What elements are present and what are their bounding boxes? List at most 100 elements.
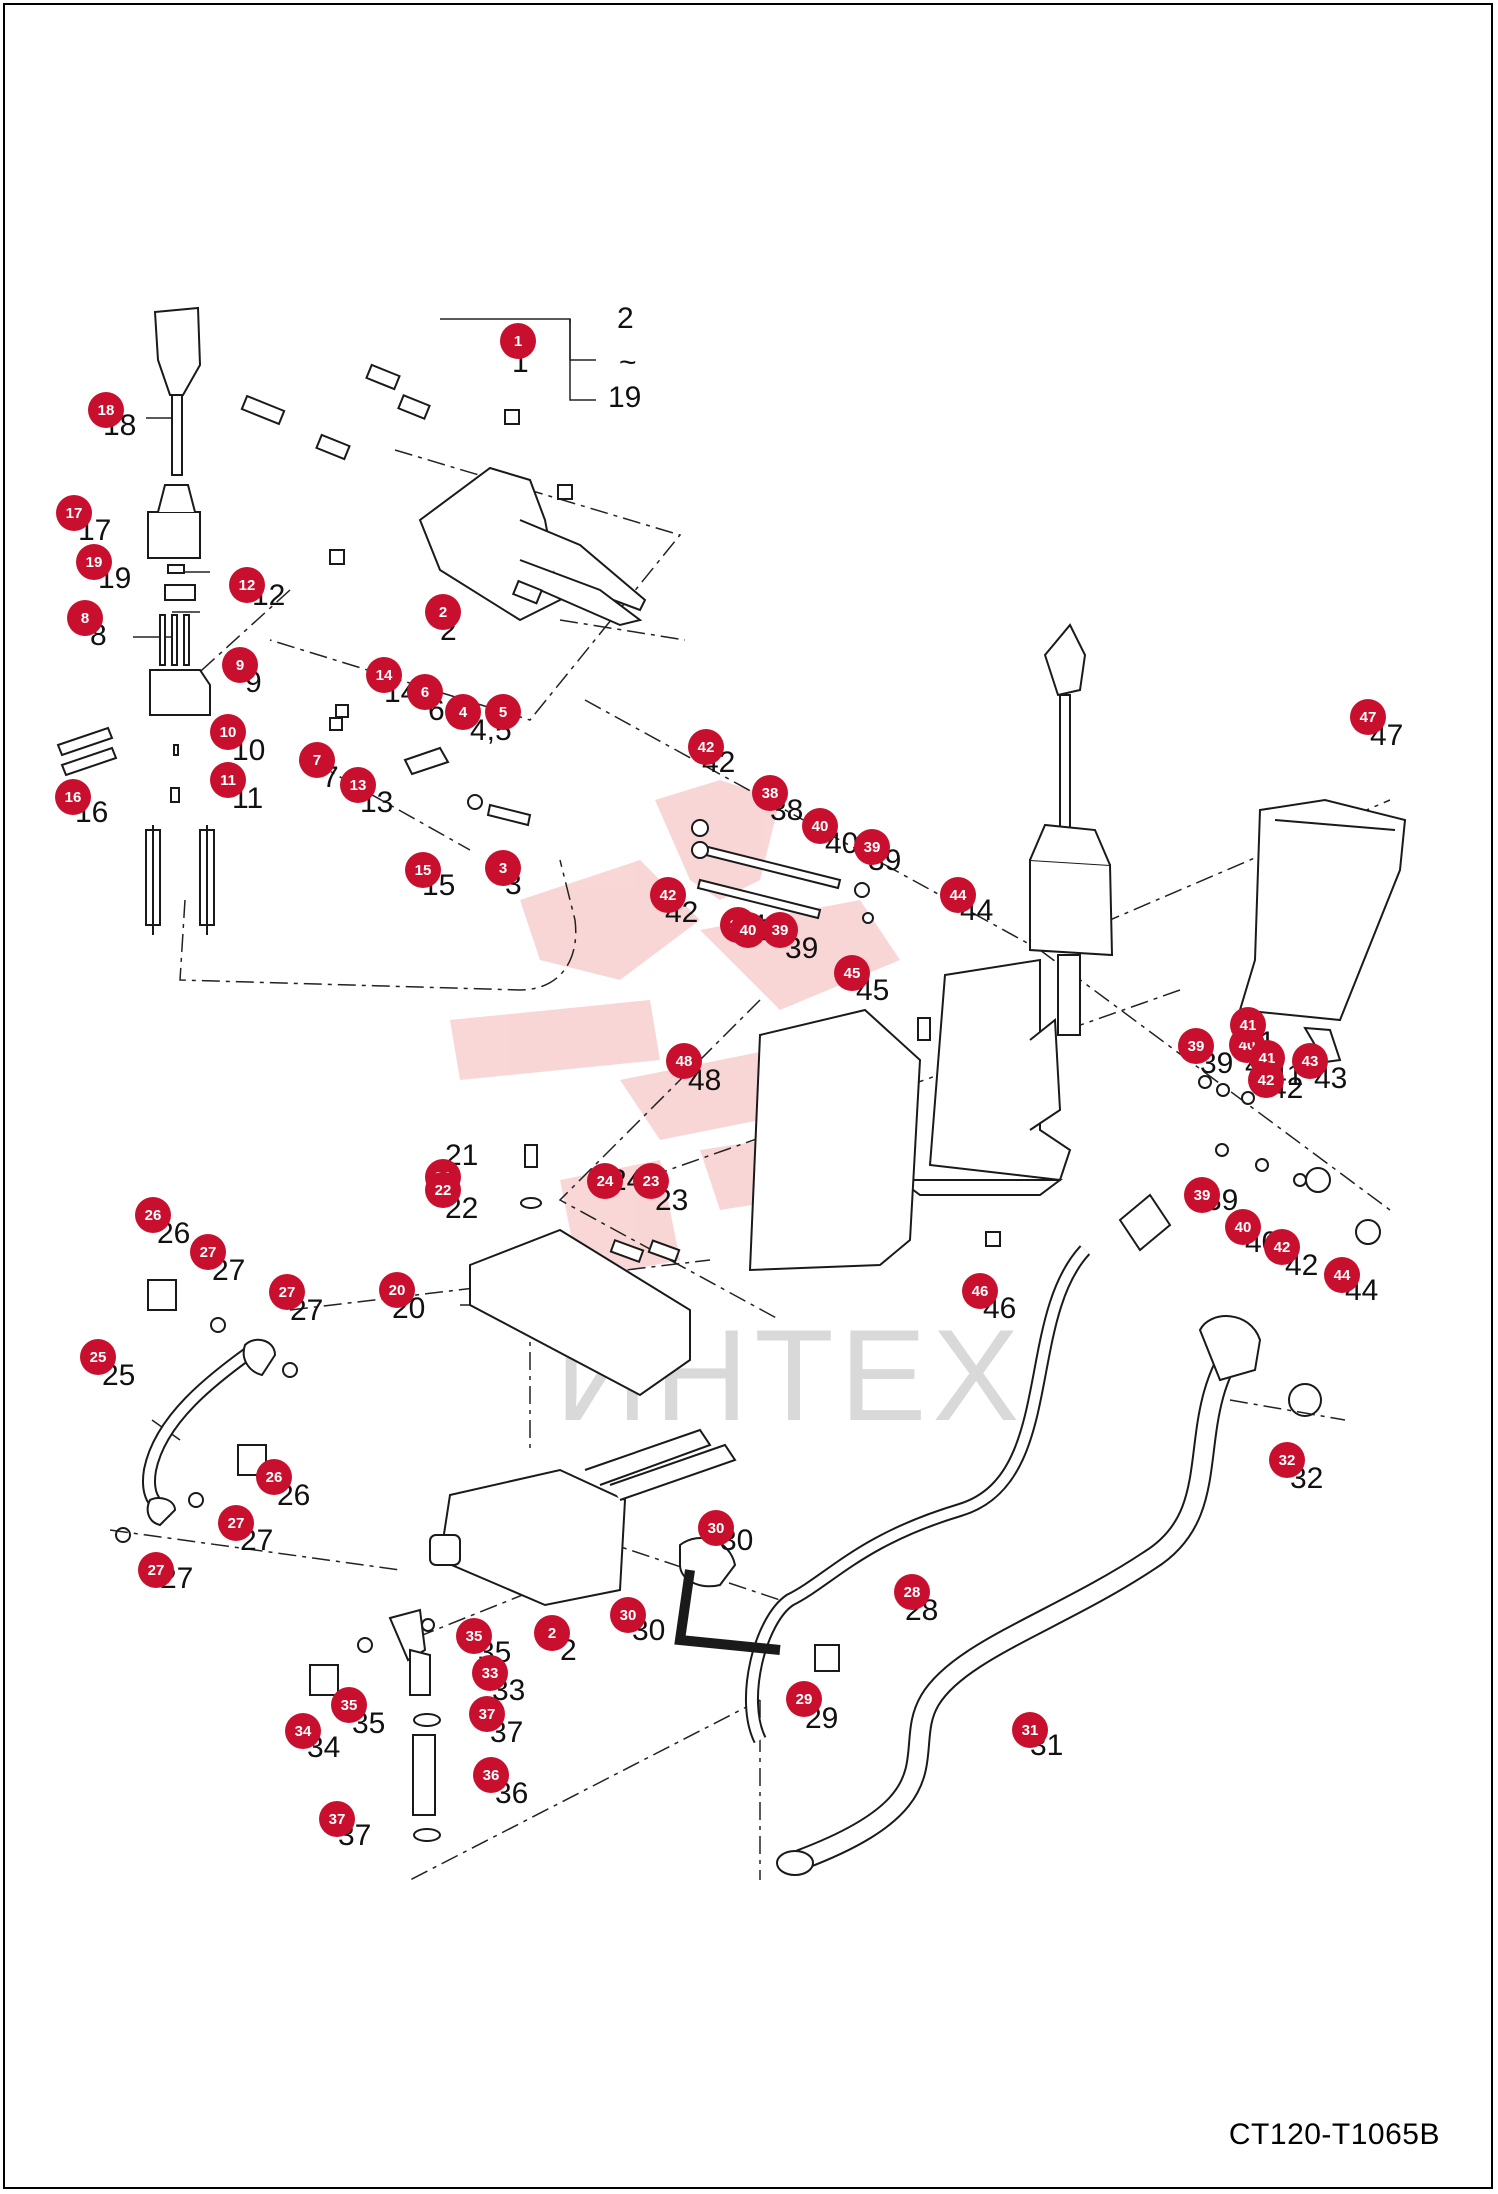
callout-badge	[688, 729, 724, 765]
callout-badge	[340, 767, 376, 803]
callout-badge	[456, 1618, 492, 1654]
callout-number: 40	[1235, 1219, 1252, 1236]
callout-badge	[1324, 1257, 1360, 1293]
callout-badge	[633, 1163, 669, 1199]
callout-badge	[1292, 1043, 1328, 1079]
callout-number: 20	[389, 1282, 406, 1299]
callout-number: 12	[239, 577, 256, 594]
callout-39: 39	[762, 912, 798, 948]
callout-badge	[752, 775, 788, 811]
callout-badge	[366, 657, 402, 693]
callout-number: 3	[499, 860, 507, 877]
callout-badge	[1350, 699, 1386, 735]
callout-number: 47	[1360, 709, 1377, 726]
callout-number: 40	[812, 818, 829, 835]
callout-38: 38	[752, 775, 788, 811]
drawing-code: CT120-T1065B	[1228, 2118, 1440, 2151]
callout-25: 25	[80, 1339, 116, 1375]
callout-badge	[190, 1234, 226, 1270]
callout-number: 25	[90, 1349, 107, 1366]
callout-39: 39	[1178, 1028, 1214, 1064]
callout-42: 42	[650, 877, 686, 913]
lever-boot	[147, 511, 201, 559]
callout-32: 32	[1269, 1442, 1305, 1478]
callout-36: 36	[473, 1757, 509, 1793]
callout-18: 18	[88, 392, 124, 428]
callout-badge	[210, 762, 246, 798]
callout-14: 14	[366, 657, 402, 693]
callout-number: 29	[796, 1691, 813, 1708]
callout-number: 42	[1274, 1239, 1291, 1256]
callout-40: 40	[730, 912, 766, 948]
callout-41: 41	[1230, 1007, 1266, 1043]
callout-number: 27	[148, 1562, 165, 1579]
bracket-top-label: 2	[617, 302, 634, 335]
callout-number: 42	[698, 739, 715, 756]
callout-number: 13	[350, 777, 367, 794]
callout-40: 40	[802, 808, 838, 844]
callout-44: 44	[1324, 1257, 1360, 1293]
callout-badge	[1012, 1712, 1048, 1748]
callout-number: 14	[376, 667, 393, 684]
callout-37: 37	[319, 1801, 355, 1837]
callout-badge	[135, 1197, 171, 1233]
callout-badge	[472, 1655, 508, 1691]
right-lever-boot	[1029, 858, 1114, 957]
callout-number: 30	[708, 1520, 725, 1537]
callout-number: 35	[341, 1697, 358, 1714]
callout-number: 43	[1302, 1053, 1319, 1070]
callout-number: 4	[459, 704, 468, 721]
callout-badge	[299, 742, 335, 778]
callout-badge	[425, 594, 461, 630]
lever-housing	[149, 669, 211, 716]
callout-42: 42	[1264, 1229, 1300, 1265]
parts-artwork	[56, 306, 1407, 1876]
right-lever-knob	[1043, 623, 1087, 697]
callout-number: 44	[950, 887, 967, 904]
callout-number: 2	[439, 604, 447, 621]
callout-number: 48	[676, 1053, 693, 1070]
callout-number: 5	[499, 704, 507, 721]
callout-number: 15	[415, 862, 432, 879]
callout-number: 42	[660, 887, 677, 904]
callout-number: 36	[483, 1767, 500, 1784]
callout-number: 33	[482, 1665, 499, 1682]
callout-37: 37	[469, 1696, 505, 1732]
callout-47: 47	[1350, 699, 1386, 735]
callout-badge	[67, 600, 103, 636]
callout-19: 19	[76, 544, 112, 580]
callout-badge	[56, 495, 92, 531]
callout-badge	[222, 647, 258, 683]
callout-number: 46	[972, 1283, 989, 1300]
callout-badge	[485, 850, 521, 886]
callout-42: 42	[688, 729, 724, 765]
callout-number: 19	[86, 554, 103, 571]
callout-number: 35	[466, 1628, 483, 1645]
callout-number: 37	[479, 1706, 496, 1723]
callout-badge	[894, 1574, 930, 1610]
callout-42: 42	[1248, 1062, 1284, 1098]
callout-number: 40	[740, 922, 757, 939]
drawing-frame	[3, 3, 1493, 2189]
callout-badge	[80, 1339, 116, 1375]
callout-badge	[1230, 1007, 1266, 1043]
callout-2: 2	[425, 594, 461, 630]
lower-control-valve	[438, 1468, 627, 1607]
callout-43: 43	[1292, 1043, 1328, 1079]
callout-number: 16	[65, 789, 82, 806]
bracket-bottom-label: 19	[608, 381, 641, 414]
callout-badge	[425, 1172, 461, 1208]
callout-badge	[610, 1597, 646, 1633]
callout-badge	[802, 808, 838, 844]
callout-27: 27	[218, 1505, 254, 1541]
callout-39: 39	[1184, 1177, 1220, 1213]
cover-45	[1238, 798, 1407, 1022]
callout-number: 27	[279, 1284, 296, 1301]
callout-35: 35	[456, 1618, 492, 1654]
callout-26: 26	[135, 1197, 171, 1233]
callout-number: 10	[220, 724, 237, 741]
callout-badge	[269, 1274, 305, 1310]
callout-badge	[730, 912, 766, 948]
callout-10: 10	[210, 714, 246, 750]
callout-badge	[76, 544, 112, 580]
